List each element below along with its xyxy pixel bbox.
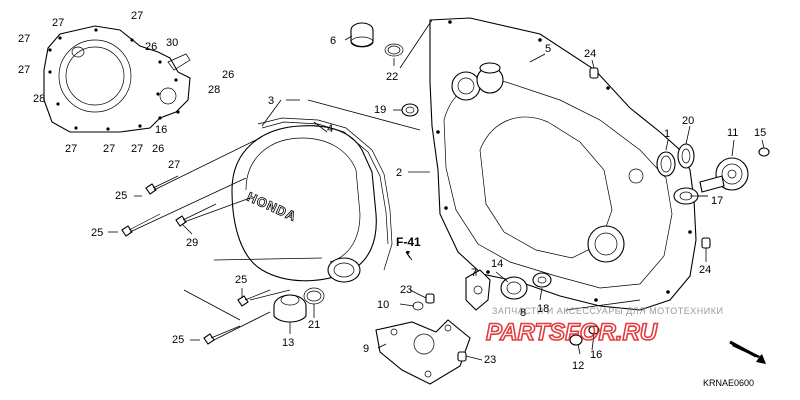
- oil-seal-18: [532, 272, 552, 288]
- washer-15: [758, 147, 770, 157]
- callout-16-bottom: 16: [590, 349, 602, 361]
- callout-30: 30: [166, 37, 178, 49]
- bolt-25-b: [121, 213, 161, 237]
- watermark-caption: ЗАПЧАСТИ И АКСЕССУАРЫ ДЛЯ МОТОТЕХНИКИ: [492, 306, 723, 316]
- callout-27-g: 27: [131, 143, 143, 155]
- callout-12: 12: [572, 360, 584, 372]
- callout-26-c: 26: [152, 143, 164, 155]
- callout-27-d: 27: [18, 64, 30, 76]
- callout-3: 3: [268, 95, 274, 107]
- callout-27-c: 27: [18, 33, 30, 45]
- oil-seal-8: [500, 276, 528, 300]
- bolt-25-c: [237, 289, 271, 307]
- impeller-7: [465, 269, 491, 311]
- callout-29: 29: [186, 237, 198, 249]
- inspection-cap-13: [273, 294, 307, 323]
- dowel-pin-24-top: [589, 67, 599, 79]
- callout-27-f: 27: [103, 143, 115, 155]
- callout-24-top: 24: [584, 48, 596, 60]
- callout-18: 18: [537, 303, 549, 315]
- cover-boss: [327, 257, 361, 283]
- callout-27-h: 27: [168, 159, 180, 171]
- callout-6: 6: [330, 35, 336, 47]
- bolt-25-d: [203, 325, 241, 345]
- callout-1: 1: [664, 128, 670, 140]
- collar-1: [656, 151, 676, 177]
- callout-25-d: 25: [172, 334, 184, 346]
- callout-14: 14: [491, 258, 503, 270]
- bolt-25-a: [145, 175, 179, 195]
- watermark: ЗАПЧАСТИ И АКСЕССУАРЫ ДЛЯ МОТОТЕХНИКИ PA…: [485, 306, 723, 347]
- callout-28-b: 28: [208, 84, 220, 96]
- water-pump-cover-9: [375, 319, 471, 385]
- callout-23-top: 23: [400, 284, 412, 296]
- front-direction-arrow-icon: [729, 340, 766, 364]
- callout-10: 10: [377, 299, 389, 311]
- callout-20: 20: [682, 115, 694, 127]
- watermark-logo: PARTSFOR.RU: [486, 319, 658, 346]
- callout-5: 5: [545, 43, 551, 55]
- callout-27-a: 27: [52, 17, 64, 29]
- callout-17: 17: [711, 195, 723, 207]
- callout-9: 9: [363, 343, 369, 355]
- callout-15: 15: [754, 127, 766, 139]
- f41-reference-label: F-41: [396, 235, 421, 249]
- bolt-12: [569, 334, 583, 346]
- callout-13: 13: [282, 337, 294, 349]
- callout-4: 4: [327, 123, 333, 135]
- o-ring-10: [412, 301, 424, 311]
- dowel-pin-23-bottom: [457, 351, 467, 362]
- o-ring-22: [384, 43, 404, 57]
- callout-28-a: 28: [33, 93, 45, 105]
- callout-23-bottom: 23: [484, 354, 496, 366]
- callout-24-right: 24: [699, 264, 711, 276]
- leader-lines: [108, 19, 765, 361]
- outer-cover-gasket: [257, 117, 393, 271]
- callout-16-inset: 16: [155, 124, 167, 136]
- bolt-29: [175, 203, 217, 227]
- f41-reference: F-41: [396, 235, 421, 259]
- dowel-pin-23-top: [425, 293, 435, 304]
- callout-26-b: 26: [222, 69, 234, 81]
- callout-27-e: 27: [65, 143, 77, 155]
- callout-numbers: 1 2 3 4 5 6 7 8 9 10 11 12 13 14 15 16 1…: [18, 10, 766, 372]
- inset-clutch-cover-outline: [43, 25, 191, 133]
- outer-clutch-cover: HONDA: [231, 125, 377, 282]
- callout-25-b: 25: [91, 227, 103, 239]
- callout-2: 2: [396, 167, 402, 179]
- o-ring-21: [303, 287, 325, 305]
- right-crankcase-cover: [429, 17, 697, 311]
- callout-11: 11: [727, 127, 738, 139]
- callout-27-b: 27: [131, 10, 143, 22]
- callout-25-c: 25: [235, 274, 247, 286]
- callout-21: 21: [308, 319, 320, 331]
- oil-seal-19: [401, 103, 419, 117]
- callout-26-a: 26: [145, 41, 157, 53]
- callout-22: 22: [386, 71, 398, 83]
- oil-filler-cap: [350, 22, 374, 48]
- dowel-pin-24-right: [701, 237, 711, 249]
- water-pump-gear-11: [699, 157, 749, 193]
- diagram-code: KRNAE0600: [703, 378, 754, 388]
- callout-19: 19: [374, 104, 386, 116]
- callout-8: 8: [520, 307, 526, 319]
- bushing-20: [677, 143, 695, 169]
- callout-25-a: 25: [115, 190, 127, 202]
- callout-7: 7: [471, 267, 477, 279]
